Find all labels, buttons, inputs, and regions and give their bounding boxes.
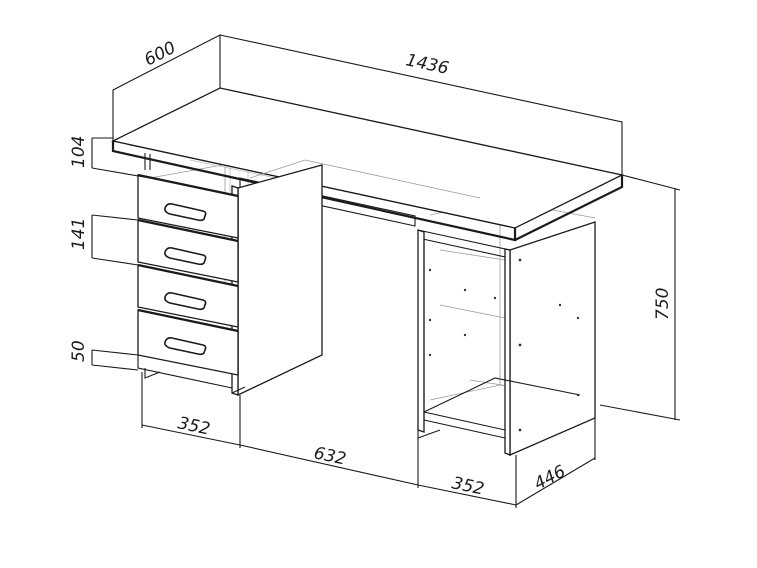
- drawer-handle[interactable]: [164, 203, 207, 222]
- drawer-3: [137, 263, 239, 328]
- drawer-handle[interactable]: [164, 247, 207, 266]
- dim-top-thickness: 104: [69, 136, 89, 168]
- crossbar: [239, 159, 481, 227]
- dimension-lines: [91, 34, 681, 508]
- dim-left-pedestal-width: 352: [176, 413, 212, 439]
- drawer-handle[interactable]: [164, 337, 207, 356]
- drawer-handle[interactable]: [164, 292, 207, 311]
- dim-drawer-height: 141: [69, 218, 89, 250]
- drawer-2: [137, 218, 239, 283]
- right-pedestal: [417, 221, 596, 456]
- dim-knee-space-width: 632: [312, 443, 348, 469]
- drawer-1: [137, 173, 239, 239]
- drawer-4: [137, 308, 239, 376]
- dim-pedestal-depth: 446: [531, 461, 569, 494]
- dim-height-total: 750: [653, 288, 673, 320]
- drawer-stack: [137, 173, 239, 389]
- dim-right-pedestal-width: 352: [450, 473, 486, 499]
- dim-plinth-height: 50: [69, 340, 89, 362]
- dim-width-total: 1436: [404, 50, 451, 79]
